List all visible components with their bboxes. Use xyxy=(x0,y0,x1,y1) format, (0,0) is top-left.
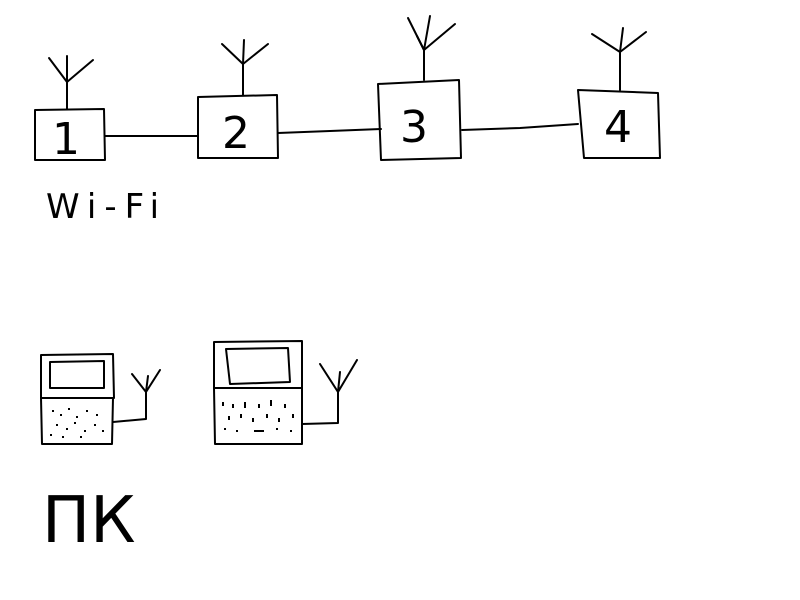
antenna-icon xyxy=(319,359,358,393)
ap-box-2 xyxy=(197,94,279,159)
keyboard-dots xyxy=(50,408,104,438)
ap-box-4 xyxy=(577,89,661,159)
ap-label-1: 1 xyxy=(52,114,80,165)
laptop-2 xyxy=(213,340,358,445)
antenna-icon xyxy=(407,15,456,81)
ap-box-1 xyxy=(34,108,106,161)
pc-label: ПК xyxy=(42,484,136,558)
antenna-icon xyxy=(591,27,647,91)
ap-label-3: 3 xyxy=(400,102,428,153)
antenna-icon xyxy=(221,39,269,96)
wifi-label: Wi-Fi xyxy=(46,187,167,227)
antenna-icon xyxy=(131,369,161,393)
access-point-4: 4 xyxy=(577,27,661,159)
laptop-icon xyxy=(213,340,303,445)
laptop-1 xyxy=(40,353,161,445)
access-point-1: 1 xyxy=(34,55,106,165)
ap-label-4: 4 xyxy=(604,102,632,153)
laptop-icon xyxy=(40,353,115,445)
ap-box-3 xyxy=(377,79,462,161)
link-3-4 xyxy=(461,123,579,131)
access-point-3: 3 xyxy=(377,15,462,161)
keyboard-dots xyxy=(222,400,294,432)
ap-links xyxy=(104,123,579,137)
link-2-3 xyxy=(277,128,382,134)
antenna-icon xyxy=(48,55,94,110)
ap-label-2: 2 xyxy=(222,108,250,159)
access-point-2: 2 xyxy=(197,39,279,159)
